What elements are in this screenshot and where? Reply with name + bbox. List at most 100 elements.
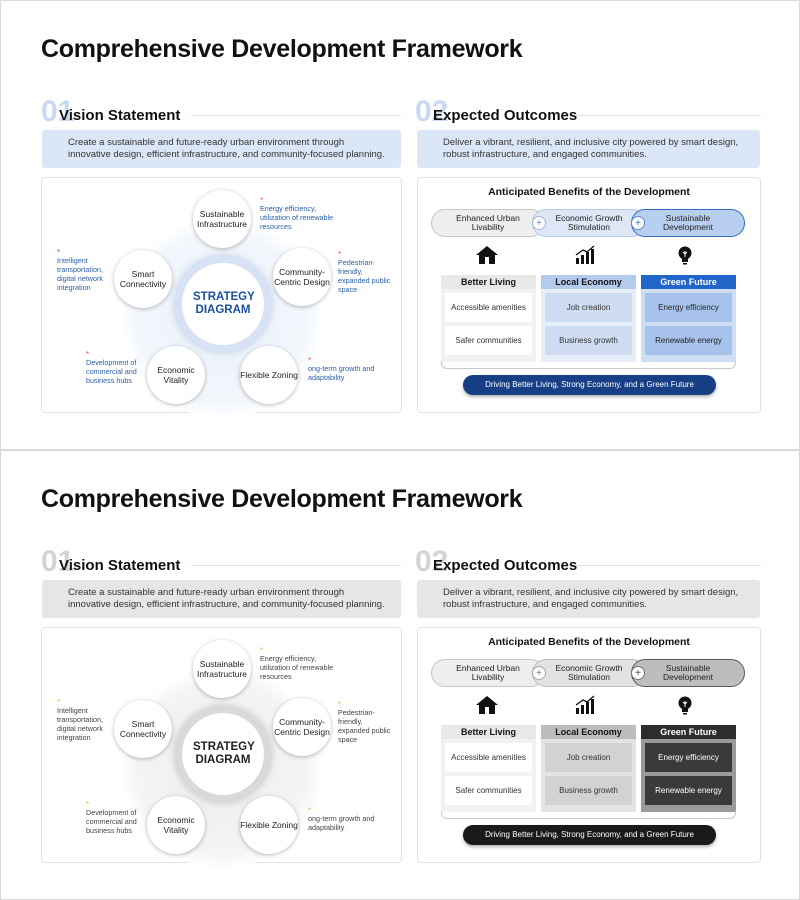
node-label: Economic Vitality [157,365,195,385]
section-number: 02 [415,95,449,128]
node-smart-connectivity: Smart Connectivity [114,700,172,758]
note-text: Development of commercial and business h… [86,808,137,835]
section-label: Vision Statement [59,107,181,124]
cell: Renewable energy [645,326,732,355]
plus-icon: + [631,666,645,680]
outcomes-description: Deliver a vibrant, resilient, and inclus… [417,130,760,168]
outcomes-panel: Anticipated Benefits of the Development … [417,177,761,413]
bracket [441,811,736,819]
note-long-term: *ong-term growth and adaptability [308,806,375,833]
column-green-future-header: Green Future [641,275,736,289]
cell: Accessible amenities [445,743,532,772]
house-icon [476,246,498,264]
column-local-economy: Job creation Business growth [541,739,636,812]
note-pedestrian: *Pedestrian-friendly, expanded public sp… [338,700,391,745]
vision-header: 01 Vision Statement [41,547,403,577]
node-community-centric-design: Community-Centric Design [273,248,331,306]
note-text: Pedestrian-friendly, expanded public spa… [338,708,391,744]
strategy-core: STRATEGY DIAGRAM [182,713,264,795]
column-green-future: Energy efficiency Renewable energy [641,739,736,812]
core-label: STRATEGY DIAGRAM [193,741,255,766]
bar-chart-icon [575,245,595,264]
note-text: ong-term growth and adaptability [308,814,375,832]
note-energy: *Energy efficiency, utilization of renew… [260,196,334,232]
pill-label: Economic Growth Stimulation [555,662,623,682]
divider [191,565,401,566]
section-label: Expected Outcomes [433,557,578,574]
divider [575,115,761,116]
slide-blue: Comprehensive Development Framework 01 V… [0,0,800,450]
node-label: Community-Centric Design [274,267,330,287]
outcomes-header: 02 Expected Outcomes [415,97,761,127]
node-community-centric-design: Community-Centric Design [273,698,331,756]
column-green-future-header: Green Future [641,725,736,739]
section-number: 01 [41,95,75,128]
pill-economic-growth: Economic Growth Stimulation [532,659,646,687]
node-label: Economic Vitality [157,815,195,835]
node-label: Smart Connectivity [119,269,167,289]
node-label: Flexible Zoning [240,820,298,830]
note-text: Energy efficiency, utilization of renewa… [260,204,334,231]
bar-chart-icon [575,695,595,714]
cell: Renewable energy [645,776,732,805]
cell: Job creation [545,293,632,322]
note-text: Intelligent transportation, digital netw… [57,706,103,742]
column-better-living-header: Better Living [441,275,536,289]
column-better-living: Accessible amenities Safer communities [441,739,536,812]
note-commercial: *Development of commercial and business … [86,350,137,386]
pill-label: Enhanced Urban Livability [456,662,520,682]
vision-description: Create a sustainable and future-ready ur… [42,130,401,168]
node-label: Community-Centric Design [274,717,330,737]
cell: Energy efficiency [645,293,732,322]
lightbulb-icon [678,246,692,265]
node-label: Sustainable Infrastructure [196,659,248,679]
plus-icon: + [631,216,645,230]
node-label: Flexible Zoning [240,370,298,380]
node-smart-connectivity: Smart Connectivity [114,250,172,308]
summary-banner: Driving Better Living, Strong Economy, a… [463,375,716,395]
strategy-core: STRATEGY DIAGRAM [182,263,264,345]
note-text: Development of commercial and business h… [86,358,137,385]
note-intelligent: *Intelligent transportation, digital net… [57,698,103,743]
divider [575,565,761,566]
node-flexible-zoning: Flexible Zoning [240,346,298,404]
node-economic-vitality: Economic Vitality [147,346,205,404]
outcomes-heading: Anticipated Benefits of the Development [488,636,690,648]
cell: Business growth [545,326,632,355]
pill-enhanced-urban-livability: Enhanced Urban Livability [431,209,545,237]
column-local-economy-header: Local Economy [541,725,636,739]
pill-label: Sustainable Development [662,662,714,682]
cell: Safer communities [445,776,532,805]
vision-header: 01 Vision Statement [41,97,403,127]
plus-icon: + [532,666,546,680]
note-intelligent: *Intelligent transportation, digital net… [57,248,103,293]
node-flexible-zoning: Flexible Zoning [240,796,298,854]
column-local-economy: Job creation Business growth [541,289,636,362]
pill-sustainable-development: Sustainable Development [631,209,745,237]
summary-banner: Driving Better Living, Strong Economy, a… [463,825,716,845]
lightbulb-icon [678,696,692,715]
note-text: Energy efficiency, utilization of renewa… [260,654,334,681]
column-local-economy-header: Local Economy [541,275,636,289]
note-commercial: *Development of commercial and business … [86,800,137,836]
node-sustainable-infrastructure: Sustainable Infrastructure [193,190,251,248]
pill-economic-growth: Economic Growth Stimulation [532,209,646,237]
node-sustainable-infrastructure: Sustainable Infrastructure [193,640,251,698]
plus-icon: + [532,216,546,230]
section-number: 01 [41,545,75,578]
column-green-future: Energy efficiency Renewable energy [641,289,736,362]
section-label: Vision Statement [59,557,181,574]
divider [191,115,401,116]
note-text: ong-term growth and adaptability [308,364,375,382]
bracket [441,361,736,369]
note-pedestrian: *Pedestrian-friendly, expanded public sp… [338,250,391,295]
strategy-diagram-panel: STRATEGY DIAGRAM Sustainable Infrastruct… [41,627,402,868]
cell: Energy efficiency [645,743,732,772]
note-text: Pedestrian-friendly, expanded public spa… [338,258,391,294]
node-label: Sustainable Infrastructure [196,209,248,229]
cell: Business growth [545,776,632,805]
note-energy: *Energy efficiency, utilization of renew… [260,646,334,682]
slide-title: Comprehensive Development Framework [41,485,523,513]
column-better-living-header: Better Living [441,725,536,739]
node-economic-vitality: Economic Vitality [147,796,205,854]
